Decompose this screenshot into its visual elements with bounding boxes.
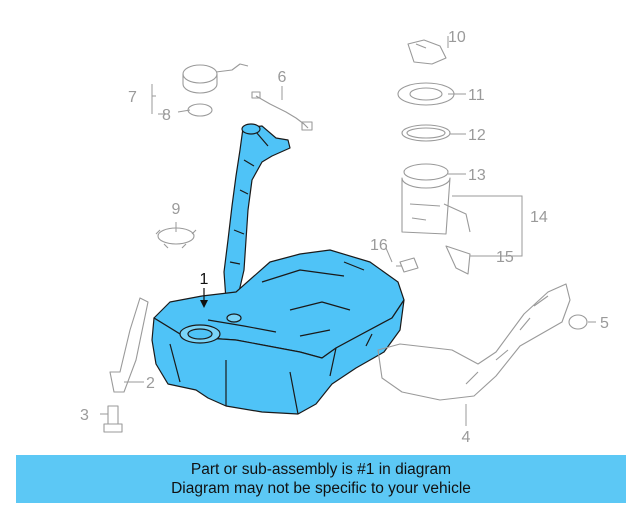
callout-7[interactable]: 7 — [128, 89, 137, 106]
callout-4[interactable]: 4 — [462, 429, 471, 446]
other-parts — [103, 39, 588, 433]
tank-fitting — [226, 313, 242, 323]
leader-1-arrow — [200, 300, 208, 308]
pump-flange-part-11[interactable] — [397, 82, 455, 106]
callout-15[interactable]: 15 — [496, 249, 514, 266]
callout-10[interactable]: 10 — [448, 29, 466, 46]
bracket-part-2[interactable] — [109, 297, 149, 393]
tank-body — [151, 299, 405, 415]
filler-neck — [223, 125, 291, 301]
callout-8[interactable]: 8 — [162, 107, 171, 124]
callout-13[interactable]: 13 — [468, 167, 486, 184]
ring-part-12-inner — [406, 127, 446, 139]
hose-end — [301, 121, 313, 131]
pump-module-detail — [409, 203, 441, 221]
banner-line-part-number: Part or sub-assembly is #1 in diagram — [190, 461, 452, 478]
callout-5[interactable]: 5 — [600, 315, 609, 332]
fuel-tank-part[interactable] — [151, 123, 405, 415]
callout-2[interactable]: 2 — [146, 375, 155, 392]
filler-neck-detail — [229, 131, 269, 265]
callout-12[interactable]: 12 — [468, 127, 486, 144]
pump-cover-part-10[interactable] — [407, 39, 447, 65]
filler-cap-end — [241, 123, 261, 135]
callout-labels: 1 2 3 4 5 6 7 8 9 10 11 12 13 14 15 16 — [80, 29, 609, 446]
ring-part-12[interactable] — [401, 124, 451, 142]
seal-ring-part-8[interactable] — [187, 103, 213, 117]
sensor-part-15[interactable] — [445, 245, 471, 275]
hose-clip — [251, 91, 261, 99]
tank-body-creases — [169, 333, 373, 415]
leader-lines — [100, 36, 596, 426]
callout-6[interactable]: 6 — [278, 69, 287, 86]
info-banner: Part or sub-assembly is #1 in diagram Di… — [16, 455, 626, 503]
tank-sender-port-inner — [187, 328, 213, 340]
pump-module-part-13[interactable] — [401, 177, 451, 235]
callout-14[interactable]: 14 — [530, 209, 548, 226]
callout-3[interactable]: 3 — [80, 407, 89, 424]
connector-part-16[interactable] — [396, 257, 419, 273]
pump-flange-inner — [409, 87, 443, 101]
hose-part-6[interactable] — [255, 95, 309, 129]
callout-16[interactable]: 16 — [370, 237, 388, 254]
tank-top-ridges — [207, 261, 365, 337]
lock-ring-part-9[interactable] — [155, 227, 197, 249]
banner-line-disclaimer: Diagram may not be specific to your vehi… — [171, 480, 471, 497]
bolt-part-3[interactable] — [103, 405, 123, 433]
pump-module-top — [403, 163, 449, 181]
bracket-14 — [443, 203, 471, 233]
heat-shield-part-4[interactable] — [377, 283, 571, 401]
callout-9[interactable]: 9 — [172, 201, 181, 218]
heat-shield-detail — [465, 295, 549, 385]
grommet-part-5[interactable] — [568, 314, 588, 330]
parts-diagram: 1 2 3 4 5 6 7 8 9 10 11 12 13 14 15 16 — [80, 29, 609, 446]
callout-1[interactable]: 1 — [200, 271, 209, 288]
callout-11[interactable]: 11 — [468, 87, 485, 104]
fuel-cap-tether — [215, 63, 249, 73]
fuel-cap-body — [182, 74, 218, 94]
fuel-cap-part-7[interactable] — [182, 64, 218, 84]
